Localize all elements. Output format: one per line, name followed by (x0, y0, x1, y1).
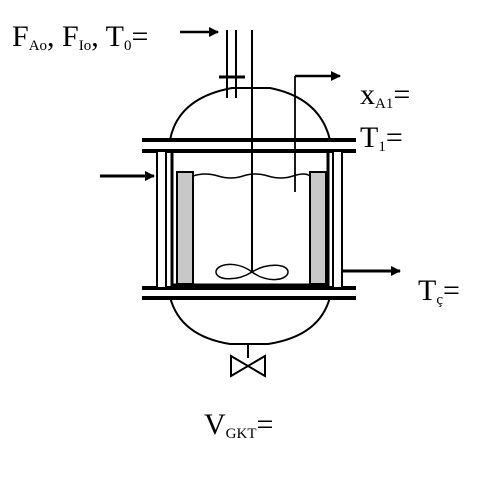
feed-sep2: , T (91, 20, 125, 53)
Tc-sub: ç (436, 292, 443, 308)
feed-label: FAo, FIo, T0= (12, 22, 148, 54)
feed-I-sub: Io (78, 38, 92, 54)
drain-valve (230, 354, 266, 378)
feed-T-sub: 0 (124, 38, 132, 54)
T1-label: T1= (360, 123, 403, 155)
baffle-right (309, 171, 327, 285)
jacket-left-wall (156, 150, 167, 289)
feed-F-sub: Ao (28, 38, 48, 54)
feed-F: F (12, 20, 29, 53)
T1-T: T (360, 121, 379, 154)
T1-sub: 1 (378, 139, 386, 155)
Tc-label: Tç= (418, 276, 460, 308)
top-dome (169, 87, 331, 141)
V-eq: = (256, 408, 274, 441)
V-sub: GKT (225, 426, 257, 442)
V-label: VGKT= (204, 410, 273, 442)
xA1-label: xA1= (360, 80, 410, 112)
bottom-dome (169, 296, 331, 345)
jacket-right-wall (332, 150, 343, 289)
impeller (215, 263, 289, 281)
feed-eq: = (131, 20, 149, 53)
xA1-x: x (360, 78, 375, 111)
Tc-eq: = (443, 274, 460, 307)
xA1-sub: A1 (375, 96, 394, 112)
xA1-eq: = (393, 78, 411, 111)
Tc-T: T (418, 274, 437, 307)
V-V: V (204, 408, 226, 441)
feed-sep1: , F (47, 20, 79, 53)
T1-eq: = (385, 121, 403, 154)
baffle-left (176, 171, 194, 285)
